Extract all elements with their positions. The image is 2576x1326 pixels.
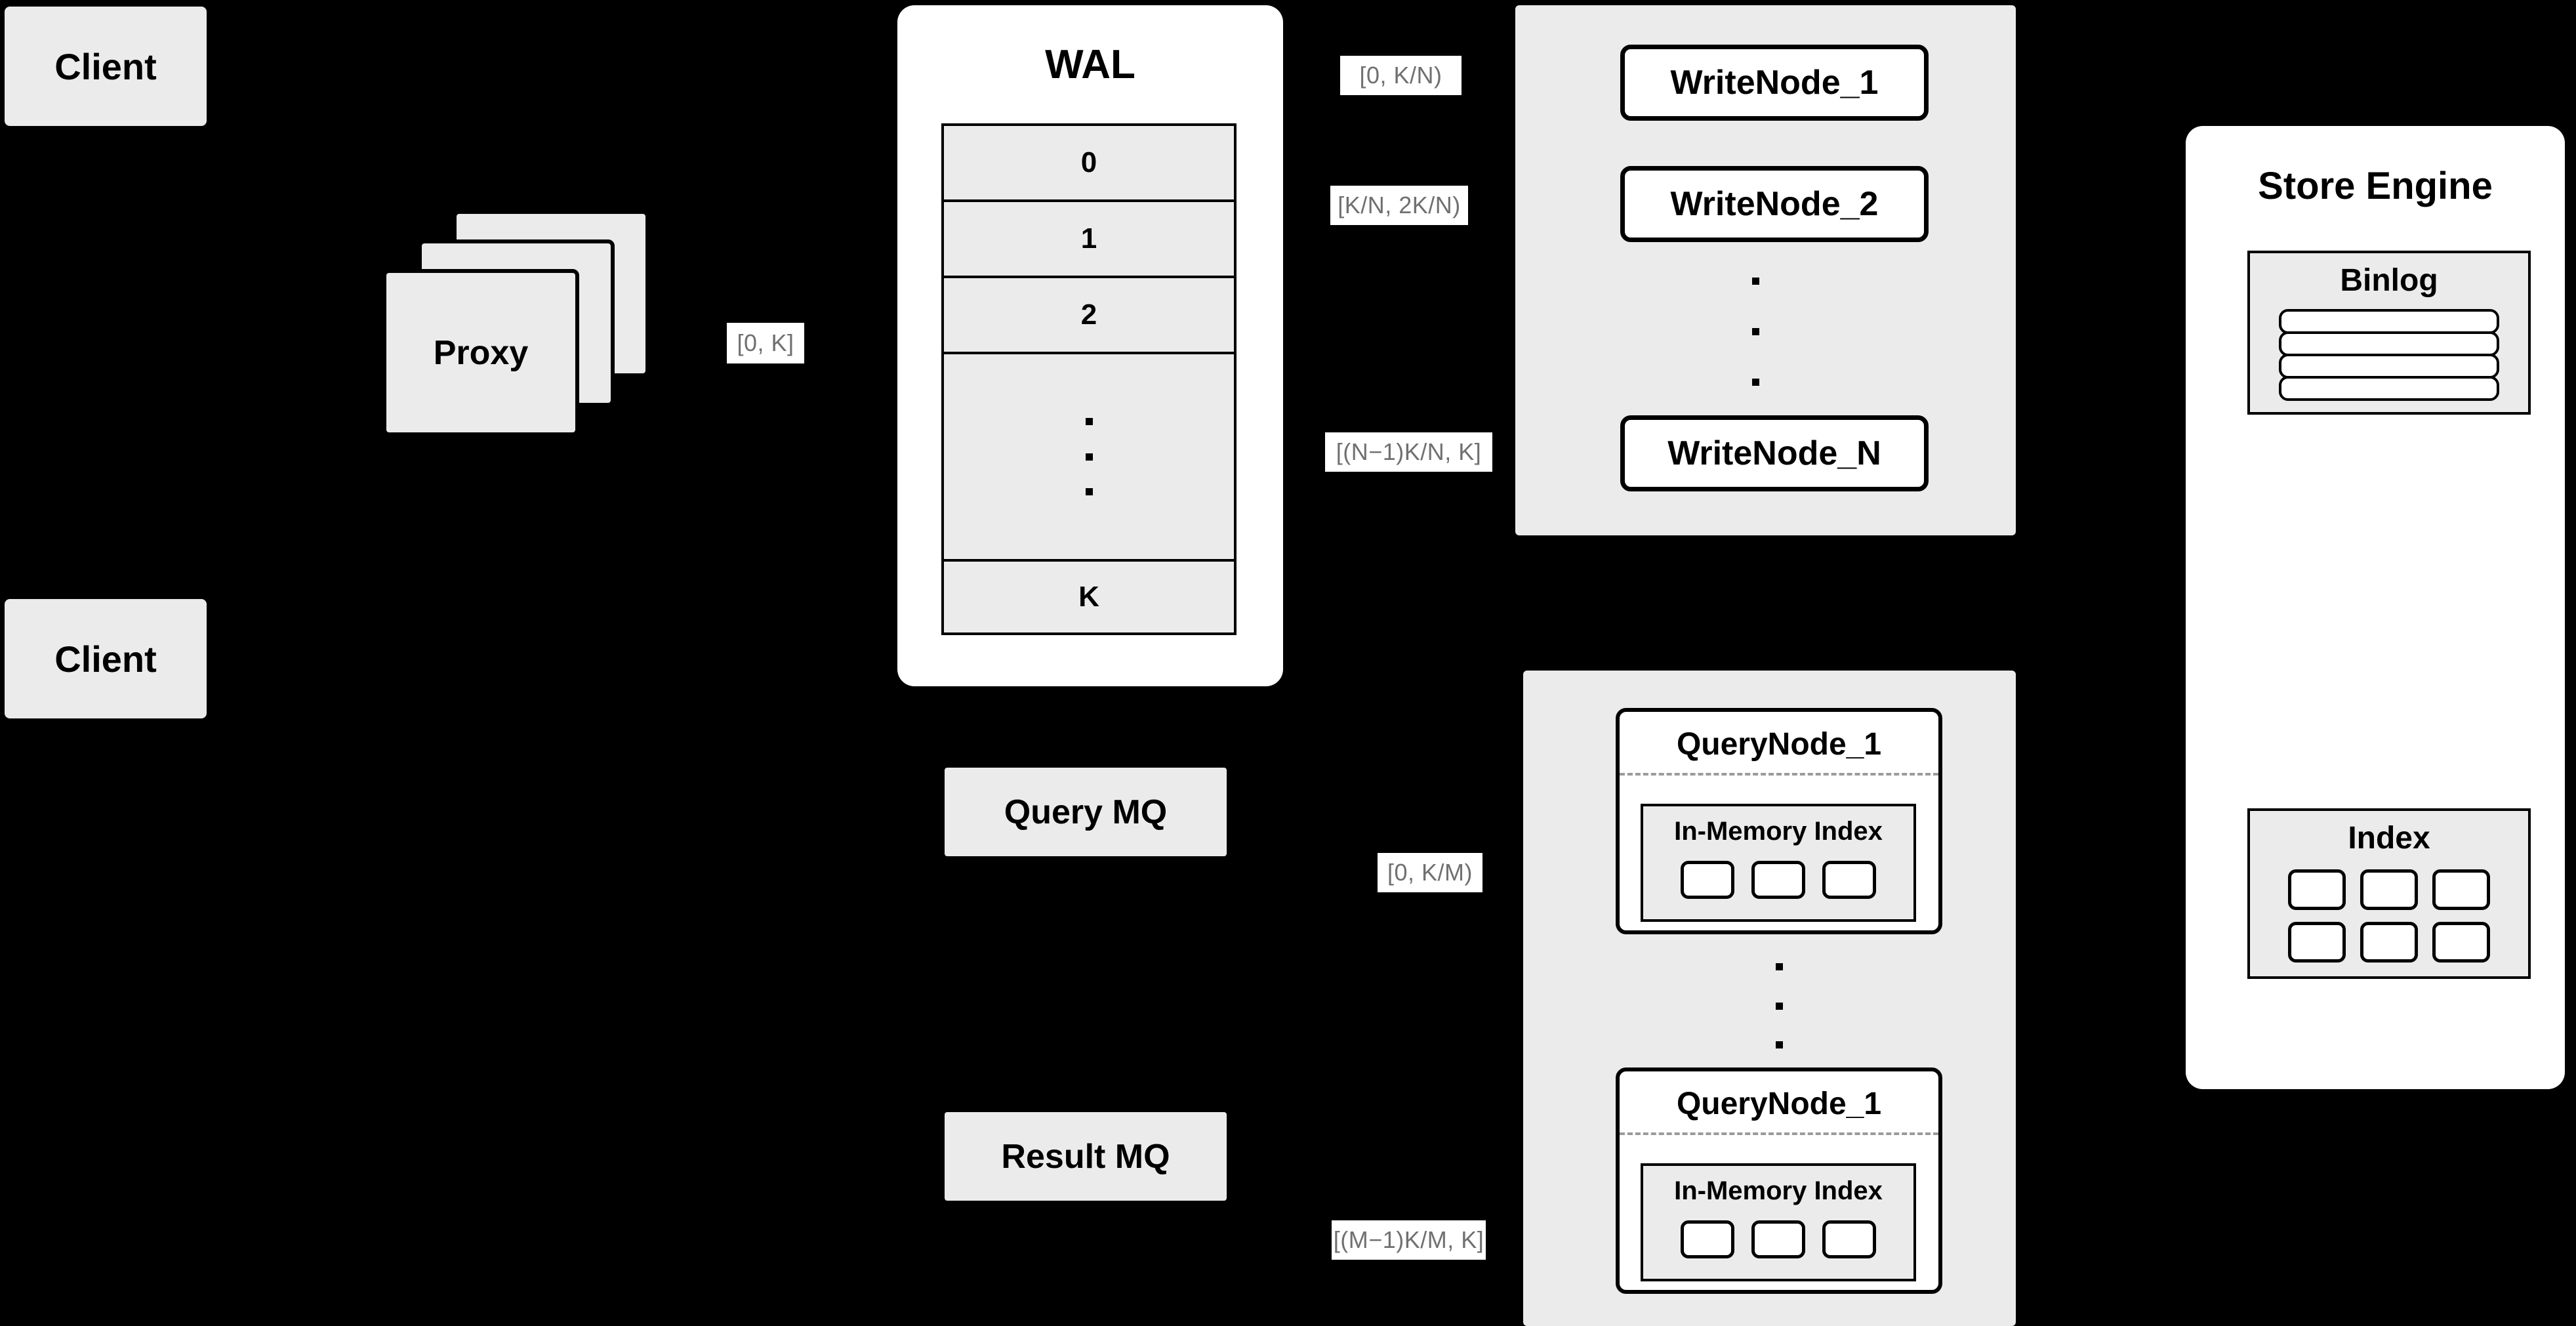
store-engine-panel: Store Engine Binlog Index: [2186, 126, 2565, 1089]
index-cell[interactable]: [2432, 922, 2490, 963]
query-node-1-index-label: In-Memory Index: [1674, 817, 1883, 846]
query-node-ellipsis: [1771, 963, 1787, 1048]
edge-label-proxy-to-wal-text: [0, K]: [737, 329, 794, 356]
index-cell[interactable]: [2360, 922, 2418, 963]
wal-cell-k[interactable]: K: [941, 559, 1237, 635]
write-node-1[interactable]: WriteNode_1: [1620, 45, 1929, 121]
wal-cell-2-label: 2: [1080, 299, 1097, 331]
proxy-stack[interactable]: Proxy: [377, 210, 666, 440]
store-engine-title: Store Engine: [2258, 165, 2493, 207]
write-node-ellipsis: [1748, 278, 1763, 386]
binlog-title: Binlog: [2340, 263, 2438, 298]
binlog-row[interactable]: [2279, 354, 2499, 379]
index-segment[interactable]: [1822, 861, 1876, 899]
wal-title: WAL: [1045, 42, 1135, 87]
index-box: Index: [2247, 808, 2531, 979]
query-node-m-label: QueryNode_1: [1676, 1087, 1882, 1121]
edge-label-writenode-n-text: [(N−1)K/N, K]: [1336, 438, 1482, 465]
binlog-row[interactable]: [2279, 331, 2499, 356]
write-node-2[interactable]: WriteNode_2: [1620, 166, 1929, 242]
index-segment[interactable]: [1681, 1220, 1734, 1258]
query-node-m-separator: [1620, 1132, 1938, 1135]
wal-cell-2[interactable]: 2: [941, 276, 1237, 352]
wal-ellipsis-dots: [1085, 418, 1093, 495]
client-box-bottom[interactable]: Client: [5, 599, 207, 718]
write-node-1-label: WriteNode_1: [1670, 64, 1879, 102]
wal-cell-0[interactable]: 0: [941, 123, 1237, 199]
write-node-cluster: WriteNode_1 WriteNode_2 WriteNode_N: [1515, 5, 2016, 535]
query-node-m-in-memory-index: In-Memory Index: [1641, 1163, 1916, 1281]
wal-cell-k-label: K: [1078, 581, 1099, 613]
edge-label-querynode-1: [0, K/M): [1378, 853, 1482, 892]
query-node-m[interactable]: QueryNode_1 In-Memory Index: [1616, 1067, 1942, 1294]
query-mq-label: Query MQ: [1004, 793, 1168, 831]
index-segment[interactable]: [1751, 861, 1805, 899]
proxy-label: Proxy: [433, 333, 529, 372]
edge-label-querynode-m: [(M−1)K/M, K]: [1332, 1220, 1486, 1260]
query-node-m-index-label: In-Memory Index: [1674, 1176, 1883, 1205]
edge-label-querynode-m-text: [(M−1)K/M, K]: [1333, 1226, 1484, 1253]
query-node-1-label: QueryNode_1: [1676, 727, 1882, 762]
edge-label-writenode-2-text: [K/N, 2K/N): [1338, 192, 1461, 218]
edge-label-writenode-1-text: [0, K/N): [1359, 62, 1442, 89]
write-node-n[interactable]: WriteNode_N: [1620, 415, 1929, 491]
wal-cell-ellipsis: [941, 352, 1237, 559]
wal-panel: WAL 0 1 2 K: [897, 5, 1283, 686]
proxy-card-front[interactable]: Proxy: [382, 269, 579, 436]
index-cell[interactable]: [2432, 869, 2490, 910]
index-segment[interactable]: [1681, 861, 1734, 899]
wal-cell-1[interactable]: 1: [941, 199, 1237, 276]
query-node-1-in-memory-index: In-Memory Index: [1641, 804, 1916, 922]
edge-label-writenode-n: [(N−1)K/N, K]: [1325, 432, 1492, 472]
query-node-1-separator: [1620, 773, 1938, 776]
binlog-box: Binlog: [2247, 251, 2531, 415]
client-top-label: Client: [54, 45, 157, 87]
result-mq-label: Result MQ: [1001, 1137, 1170, 1176]
client-bottom-label: Client: [54, 638, 157, 680]
index-cell[interactable]: [2288, 869, 2346, 910]
index-segment[interactable]: [1751, 1220, 1805, 1258]
edge-label-writenode-2: [K/N, 2K/N): [1330, 186, 1468, 225]
wal-cell-0-label: 0: [1080, 146, 1097, 178]
binlog-row[interactable]: [2279, 376, 2499, 401]
query-mq-box[interactable]: Query MQ: [945, 768, 1227, 856]
write-node-n-label: WriteNode_N: [1667, 434, 1881, 472]
index-segment[interactable]: [1822, 1220, 1876, 1258]
query-node-cluster: QueryNode_1 In-Memory Index QueryNode_1 …: [1523, 671, 2016, 1326]
index-cell[interactable]: [2288, 922, 2346, 963]
query-node-1[interactable]: QueryNode_1 In-Memory Index: [1616, 708, 1942, 934]
wal-cell-1-label: 1: [1080, 222, 1097, 255]
client-box-top[interactable]: Client: [5, 7, 207, 126]
edge-label-writenode-1: [0, K/N): [1340, 56, 1462, 95]
write-node-2-label: WriteNode_2: [1670, 185, 1879, 223]
result-mq-box[interactable]: Result MQ: [945, 1112, 1227, 1201]
edge-label-querynode-1-text: [0, K/M): [1387, 859, 1473, 886]
index-title: Index: [2348, 821, 2430, 856]
index-cell[interactable]: [2360, 869, 2418, 910]
binlog-row[interactable]: [2279, 309, 2499, 334]
edge-label-proxy-to-wal: [0, K]: [727, 323, 804, 363]
